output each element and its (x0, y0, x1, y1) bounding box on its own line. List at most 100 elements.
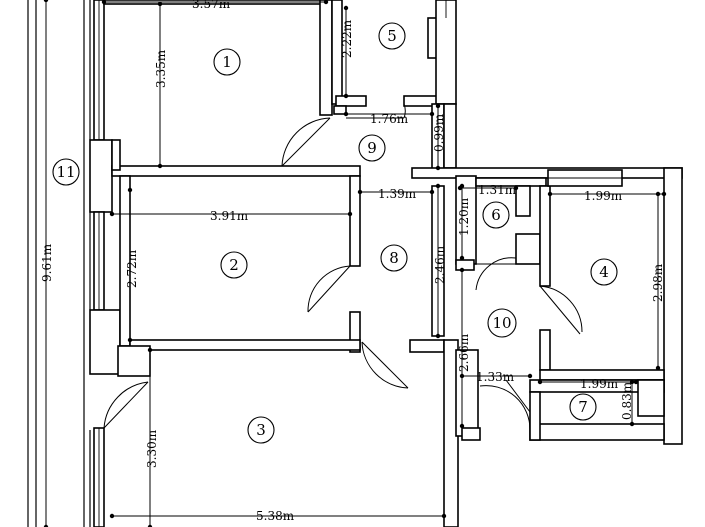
dimension-tick (43, 0, 49, 3)
dimension-tick (459, 255, 465, 261)
dimension-tick (43, 524, 49, 527)
dim-label-room10-depth: 2.66m (457, 333, 471, 372)
svg-text:6: 6 (491, 206, 501, 224)
room-1-walls (103, 0, 361, 177)
dimension-tick (343, 93, 349, 99)
dimension-tick (459, 423, 465, 429)
dimension-tick (101, 0, 107, 5)
door-room-2 (307, 265, 351, 313)
dimension-tick (429, 111, 435, 117)
dim-label-room5-height: 2.22m (340, 19, 354, 58)
svg-text:11: 11 (56, 163, 75, 181)
dim-label-room1-height: 3.35m (154, 49, 168, 88)
door-room-7 (479, 379, 531, 431)
dim-label-room3-width: 5.38m (256, 509, 295, 523)
room-7-walls (529, 379, 665, 441)
dimension-tick (347, 211, 353, 217)
room-5-walls (331, 0, 457, 107)
room-3-walls (117, 339, 459, 527)
dim-label-room2-width: 3.91m (210, 209, 249, 223)
dimension-tick (537, 379, 543, 385)
room-marker-7: 7 (569, 393, 597, 421)
door-room-6 (475, 257, 517, 291)
dimension-tick (459, 267, 465, 273)
dim-label-room4-width: 1.99m (584, 189, 623, 203)
room-marker-8: 8 (380, 244, 408, 272)
dimension-tick (323, 0, 329, 5)
dimension-tick (435, 103, 441, 109)
dimension-tick (435, 333, 441, 339)
dimension-tick (127, 187, 133, 193)
dimension-tick (157, 1, 163, 7)
svg-text:4: 4 (599, 263, 609, 281)
svg-text:9: 9 (367, 139, 377, 157)
dim-label-total-height: 9.61m (40, 243, 54, 282)
dim-label-hall-depth: 2.46m (433, 245, 447, 284)
dimension-tick (429, 189, 435, 195)
room-marker-11: 11 (52, 158, 80, 186)
door-room-4 (539, 285, 583, 335)
door-room-9 (281, 117, 331, 167)
dim-label-room3-height: 3.30m (145, 429, 159, 468)
dim-label-room6-width: 1.31m (478, 183, 517, 197)
dimension-tick (661, 191, 667, 197)
dimension-tick (357, 189, 363, 195)
dim-label-room4-height: 2.98m (651, 263, 665, 302)
dimension-tick (109, 513, 115, 519)
left-exterior-wall (89, 0, 121, 527)
room-6-walls (475, 177, 547, 265)
dimension-tick (127, 337, 133, 343)
room-marker-4: 4 (590, 258, 618, 286)
dimension-tick (147, 524, 153, 527)
dimension-lines (43, 0, 667, 527)
dim-label-room2-height: 2.72m (125, 249, 139, 288)
dimension-tick (157, 163, 163, 169)
dimension-tick (459, 373, 465, 379)
dimension-tick (527, 373, 533, 379)
svg-text:1: 1 (222, 53, 232, 71)
room-marker-6: 6 (482, 201, 510, 229)
svg-text:2: 2 (229, 256, 239, 274)
dim-label-hall-width: 1.39m (378, 187, 417, 201)
room-markers: 1 2 3 4 5 6 7 8 (52, 22, 618, 444)
room-marker-2: 2 (220, 251, 248, 279)
dimension-tick (513, 185, 519, 191)
svg-text:8: 8 (389, 249, 399, 267)
dim-label-room7-height: 0.83m (620, 381, 634, 420)
dim-label-room9-width: 1.76m (370, 112, 409, 126)
room-marker-1: 1 (213, 48, 241, 76)
dim-label-room1-width: 3.57m (192, 0, 231, 11)
dimension-tick (343, 111, 349, 117)
dimension-tick (109, 211, 115, 217)
door-room-1-hall (346, 103, 406, 119)
dimension-tick (459, 183, 465, 189)
dimension-tick (629, 379, 635, 385)
dimension-tick (547, 191, 553, 197)
dim-label-room10-width: 1.33m (476, 370, 515, 384)
dimension-tick (147, 347, 153, 353)
dimension-tick (441, 513, 447, 519)
dimension-tick (435, 183, 441, 189)
dimension-labels: 3.57m 3.35m 2.22m 1.76m 0.99m 1.39m 3.91… (40, 0, 665, 523)
dim-label-room7-width: 1.99m (580, 377, 619, 391)
dim-label-room6-height: 1.20m (457, 197, 471, 236)
room-marker-9: 9 (358, 134, 386, 162)
room-marker-3: 3 (247, 416, 275, 444)
dimension-tick (655, 365, 661, 371)
dimension-tick (655, 191, 661, 197)
door-room-3 (361, 341, 409, 389)
room-8-10-walls (431, 175, 481, 441)
svg-text:10: 10 (492, 314, 511, 332)
dim-label-room9-depth: 0.99m (432, 113, 446, 152)
dimension-tick (633, 379, 639, 385)
door-balcony-3 (103, 381, 149, 429)
room-marker-10: 10 (487, 308, 517, 338)
dimension-tick (343, 5, 349, 11)
svg-text:3: 3 (256, 421, 266, 439)
balcony-lines (27, 0, 91, 527)
dimension-tick (629, 421, 635, 427)
svg-text:5: 5 (387, 27, 397, 45)
svg-text:7: 7 (578, 398, 588, 416)
dimension-tick (435, 165, 441, 171)
